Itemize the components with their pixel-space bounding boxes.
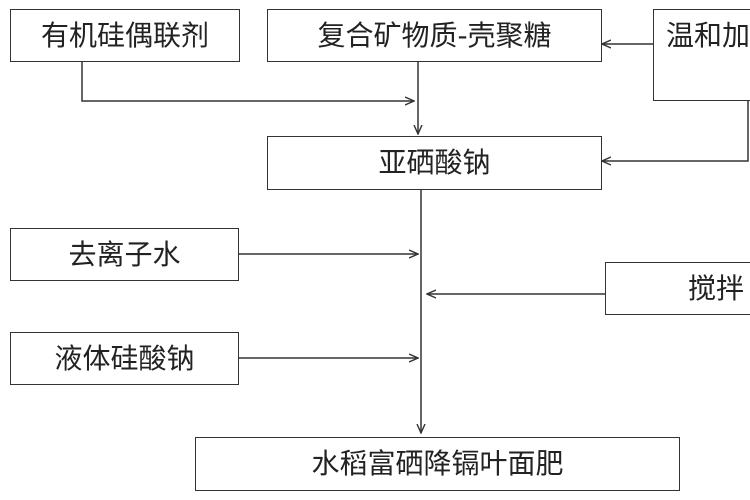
node-silicate-label: 液体硅酸钠 [54, 341, 195, 375]
node-water-label: 去离子水 [68, 237, 181, 271]
node-heating: 温和加 [653, 9, 750, 101]
node-selenite: 亚硒酸钠 [267, 136, 602, 190]
node-heating-label: 温和加 [666, 19, 750, 52]
node-product-label: 水稻富硒降镉叶面肥 [311, 447, 564, 480]
node-composite-label: 复合矿物质-壳聚糖 [317, 18, 552, 52]
node-silane: 有机硅偶联剂 [10, 9, 240, 62]
node-stirring-label: 搅拌 [688, 271, 745, 305]
node-selenite-label: 亚硒酸钠 [378, 146, 491, 179]
node-silicate: 液体硅酸钠 [10, 332, 239, 385]
node-water: 去离子水 [10, 228, 239, 281]
node-silane-label: 有机硅偶联剂 [40, 18, 209, 52]
node-composite: 复合矿物质-壳聚糖 [267, 9, 602, 62]
node-product: 水稻富硒降镉叶面肥 [195, 437, 680, 491]
node-stirring: 搅拌 [605, 262, 750, 315]
arrow-heating-to-selenite [602, 100, 749, 161]
arrow-silane-to-main [81, 62, 414, 101]
